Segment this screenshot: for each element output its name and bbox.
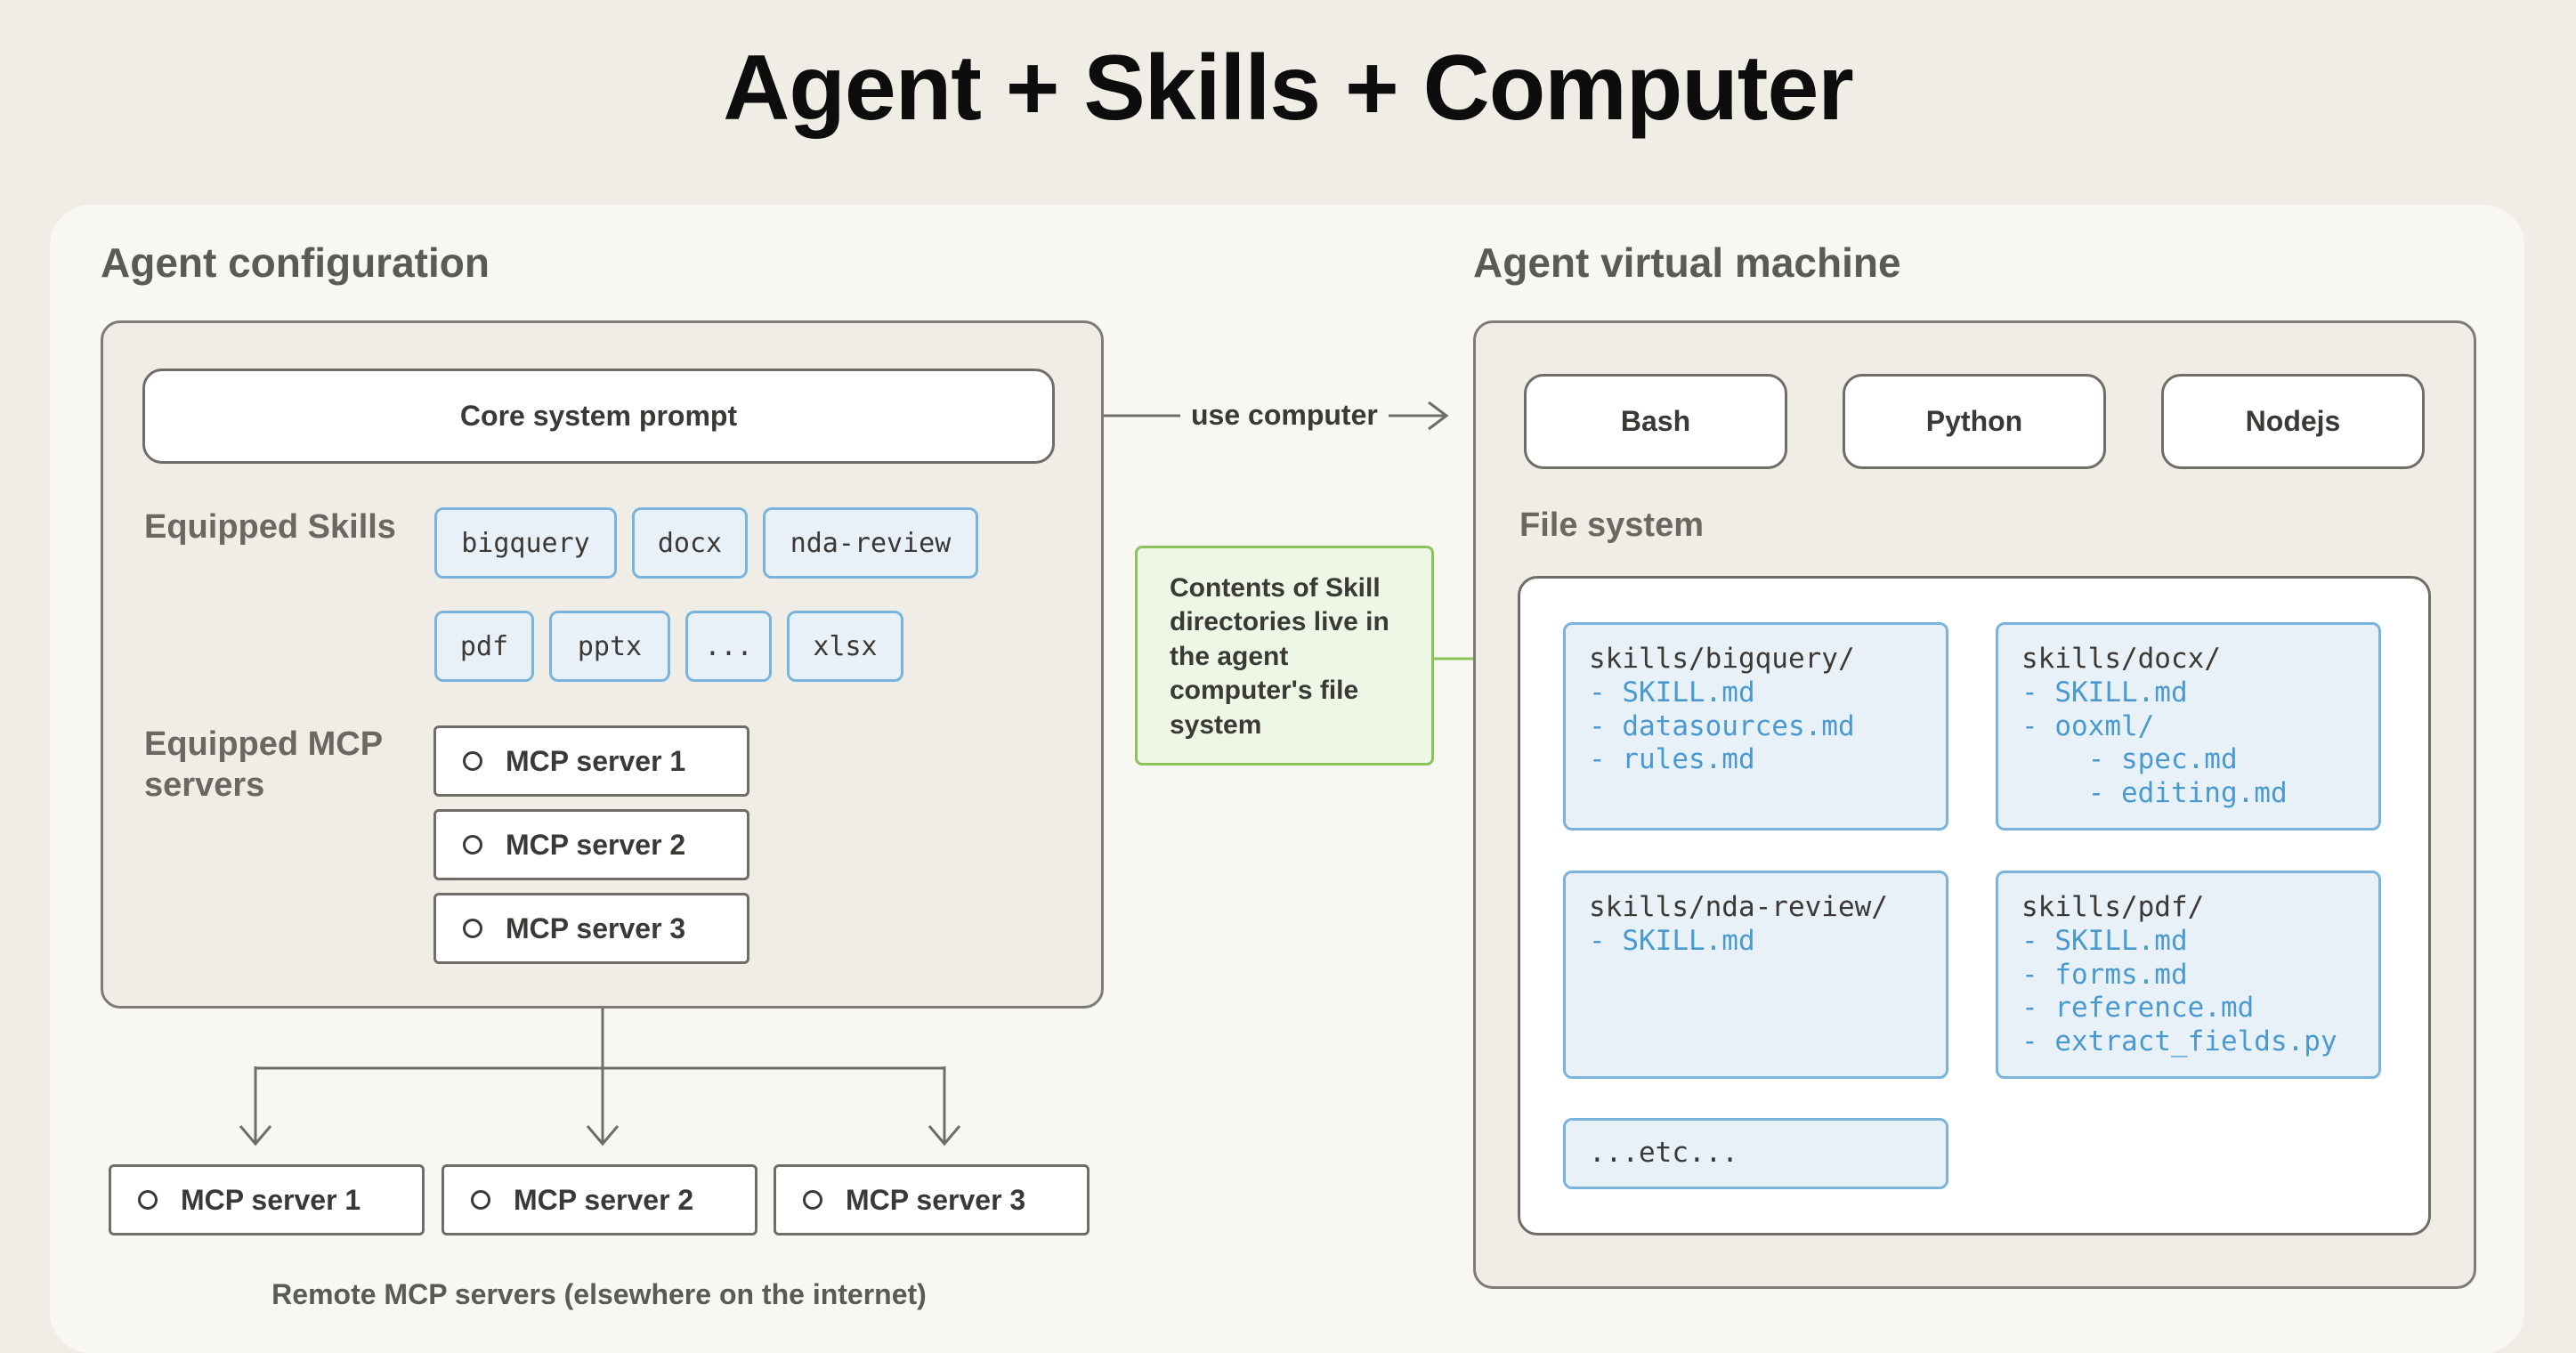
- equipped-mcp-label: Equipped MCP servers: [144, 725, 383, 804]
- diagram-title: Agent + Skills + Computer: [723, 36, 1854, 140]
- skill-chip-xlsx: xlsx: [787, 611, 903, 682]
- mcp-server-label: MCP server 2: [514, 1183, 694, 1216]
- skill-chip-nda-review: nda-review: [763, 507, 978, 579]
- server-circle-icon: [463, 835, 482, 855]
- server-circle-icon: [138, 1190, 158, 1210]
- mcp-server-label: MCP server 3: [506, 911, 686, 944]
- file-system-label: File system: [1519, 506, 1704, 544]
- etc-label: ...etc...: [1589, 1137, 1738, 1170]
- remote-arrowhead-2: [586, 1125, 620, 1146]
- equipped-skills-label: Equipped Skills: [144, 508, 396, 546]
- file-entry: - spec.md: [2021, 743, 2238, 776]
- config-heading: Agent configuration: [101, 239, 490, 286]
- skill-dir-nda-review: skills/nda-review/ - SKILL.md: [1563, 871, 1948, 1079]
- skill-dir-etc: ...etc...: [1563, 1118, 1948, 1189]
- remote-mcp-server-1: MCP server 1: [109, 1164, 425, 1236]
- dir-name: skills/nda-review/: [1589, 891, 1888, 923]
- remote-arrowhead-3: [928, 1125, 961, 1146]
- skill-directories-note: Contents of Skill directories live in th…: [1135, 546, 1434, 766]
- runtime-python: Python: [1843, 374, 2106, 469]
- remote-mcp-server-2: MCP server 2: [441, 1164, 757, 1236]
- dir-name: skills/docx/: [2021, 643, 2221, 675]
- server-circle-icon: [463, 751, 482, 771]
- file-entry: - datasources.md: [1589, 709, 1855, 742]
- skill-chip-pptx: pptx: [549, 611, 670, 682]
- dir-name: skills/bigquery/: [1589, 643, 1855, 675]
- mcp-server-label: MCP server 1: [506, 744, 686, 777]
- file-entry: - SKILL.md: [1589, 924, 1755, 957]
- remote-mcp-label: Remote MCP servers (elsewhere on the int…: [271, 1278, 927, 1310]
- runtime-nodejs: Nodejs: [2161, 374, 2425, 469]
- runtime-bash: Bash: [1524, 374, 1787, 469]
- file-entry: - SKILL.md: [2021, 924, 2188, 957]
- mcp-server-label: MCP server 2: [506, 828, 686, 861]
- server-circle-icon: [463, 919, 482, 938]
- skill-dir-docx: skills/docx/ - SKILL.md - ooxml/ - spec.…: [1996, 622, 2381, 830]
- file-entry: - rules.md: [1589, 743, 1755, 776]
- skill-chip-more: ...: [685, 611, 772, 682]
- skill-chip-docx: docx: [632, 507, 748, 579]
- equipped-mcp-server-2: MCP server 2: [433, 809, 749, 880]
- mcp-server-label: MCP server 3: [846, 1183, 1026, 1216]
- file-entry: - editing.md: [2021, 777, 2288, 810]
- server-circle-icon: [471, 1190, 490, 1210]
- vm-heading: Agent virtual machine: [1473, 239, 1901, 286]
- file-entry: - ooxml/: [2021, 709, 2155, 742]
- skill-dir-bigquery: skills/bigquery/ - SKILL.md - datasource…: [1563, 622, 1948, 830]
- server-circle-icon: [803, 1190, 822, 1210]
- skill-chip-pdf: pdf: [434, 611, 534, 682]
- file-entry: - SKILL.md: [2021, 676, 2188, 709]
- dir-name: skills/pdf/: [2021, 891, 2205, 923]
- file-entry: - forms.md: [2021, 958, 2188, 991]
- file-entry: - SKILL.md: [1589, 676, 1755, 709]
- use-computer-label: use computer: [1180, 399, 1389, 432]
- skill-chip-bigquery: bigquery: [434, 507, 617, 579]
- equipped-mcp-server-3: MCP server 3: [433, 893, 749, 964]
- file-entry: - reference.md: [2021, 992, 2255, 1025]
- equipped-mcp-server-1: MCP server 1: [433, 725, 749, 797]
- use-computer-arrowhead: [1428, 401, 1449, 431]
- remote-arrowhead-1: [239, 1125, 272, 1146]
- mcp-server-label: MCP server 1: [181, 1183, 361, 1216]
- file-entry: - extract_fields.py: [2021, 1025, 2337, 1058]
- remote-mcp-server-3: MCP server 3: [774, 1164, 1090, 1236]
- core-system-prompt: Core system prompt: [142, 369, 1055, 464]
- skill-dir-pdf: skills/pdf/ - SKILL.md - forms.md - refe…: [1996, 871, 2381, 1079]
